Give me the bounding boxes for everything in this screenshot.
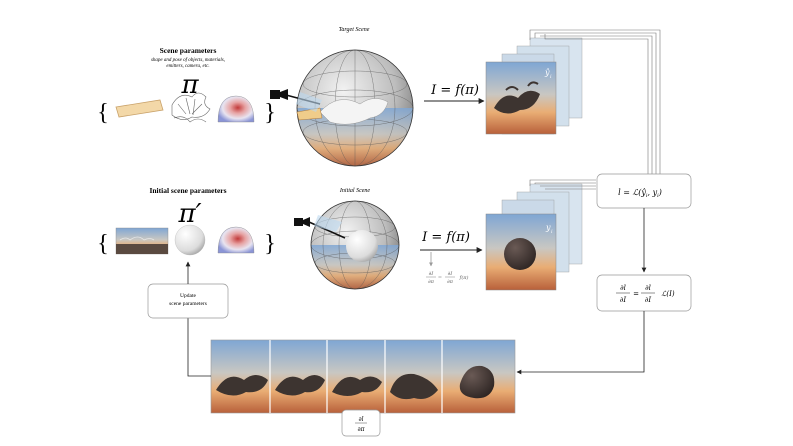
bottom-pi-symbol: π′ (178, 199, 202, 229)
svg-text:=: = (633, 290, 639, 298)
optimization-filmstrip (210, 339, 516, 414)
svg-text:Update: Update (180, 293, 196, 299)
filmstrip-to-update-arrow (187, 318, 211, 377)
rendered-image-label-index: i (551, 229, 553, 235)
update-params-box: Update scene parameters (147, 283, 229, 319)
top-brace-close: } (264, 100, 276, 126)
top-params-subtitle-2: emitters, camera, etc. (166, 64, 209, 69)
svg-text:∂π: ∂π (357, 426, 365, 433)
svg-text:∂I: ∂I (429, 271, 435, 277)
svg-text:ℒ(I): ℒ(I) (661, 290, 675, 298)
top-params-title: Scene parameters (160, 46, 217, 55)
initial-scene-label: Initial Scene (339, 188, 370, 194)
svg-text:∂I: ∂I (620, 296, 627, 304)
bottom-camera-icon (294, 215, 346, 239)
target-scene-label: Target Scene (339, 27, 370, 33)
panorama-envmap-icon (115, 227, 169, 255)
svg-text:∂π: ∂π (428, 279, 435, 285)
rendered-image-stack (485, 183, 583, 291)
rendered-image-label: y (545, 223, 551, 232)
svg-text:∂l: ∂l (645, 284, 651, 292)
camera-icon (270, 89, 322, 112)
plank-shape-icon (115, 99, 164, 118)
gradient-to-filmstrip-arrow (516, 311, 645, 375)
svg-text:=: = (438, 275, 442, 281)
target-image-stack (485, 37, 583, 135)
svg-text:l = ℒ(ŷi, yi): l = ℒ(ŷi, yi) (618, 188, 662, 199)
target-scene-sphere (296, 49, 414, 167)
target-image-label: ŷ (544, 68, 550, 77)
bottom-params-title: Initial scene parameters (149, 186, 226, 195)
loss-box: l = ℒ(ŷi, yi) (596, 173, 692, 209)
svg-text:∂π: ∂π (447, 279, 454, 285)
target-connector-lines (529, 29, 661, 176)
dragon-mesh-icon (171, 92, 211, 123)
initial-scene-sphere (310, 200, 400, 290)
envmap-material-icon (217, 95, 255, 123)
bottom-brace-open: { (97, 231, 109, 257)
top-render-equation: I = f(π) (430, 83, 479, 98)
svg-text:scene parameters: scene parameters (169, 301, 207, 307)
svg-text:∂l: ∂l (358, 416, 363, 423)
render-derivative-formula: ∂I ∂π = ∂I ∂π f(π) (426, 271, 469, 285)
svg-text:∂l: ∂l (620, 284, 626, 292)
bottom-render-equation: I = f(π) (421, 230, 470, 245)
white-sphere-icon (174, 224, 206, 256)
top-params-subtitle-1: shape and pose of objects, materials, (151, 58, 225, 63)
target-image-label-index: i (550, 74, 552, 80)
svg-text:f(π): f(π) (458, 274, 468, 281)
gradient-box: ∂l ∂I = ∂l ∂I ℒ(I) (596, 274, 692, 312)
rendered-connector-lines (529, 179, 596, 190)
svg-text:∂I: ∂I (448, 271, 454, 277)
svg-text:∂I: ∂I (645, 296, 652, 304)
bottom-envmap-material-icon (217, 226, 255, 254)
top-brace-open: { (97, 100, 109, 126)
bottom-brace-close: } (264, 231, 276, 257)
top-pi-symbol: π (180, 70, 199, 100)
param-gradient-box: ∂l ∂π (341, 409, 381, 437)
